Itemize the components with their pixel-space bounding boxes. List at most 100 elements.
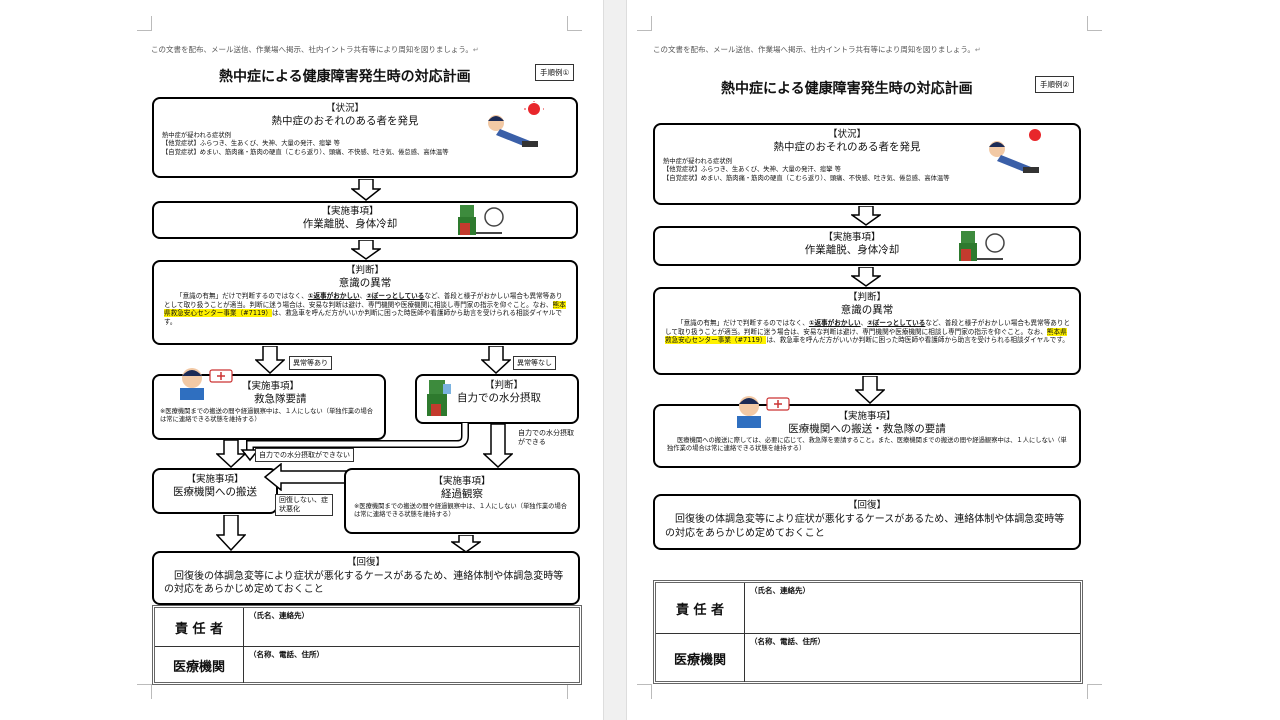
phone-call-illustration [737, 396, 790, 428]
symptom-caption: 熱中症が疑われる症状例 [162, 132, 231, 139]
action-box-ambulance: 【実施事項】 救急隊要請 ※医療機関までの搬送の間や経過観察中は、１人にしない（… [152, 368, 386, 440]
recovery-text: 回復後の体調急変等により症状が悪化するケースがあるため、連絡体制や体調急変時等の… [164, 571, 564, 595]
table-row: 責 任 者 （氏名、連絡先） [656, 583, 1080, 633]
flow-arrow-down [855, 376, 885, 404]
label-not-recovered: 回復しない、症状悪化 [275, 494, 333, 516]
collapsed-worker-illustration [488, 101, 544, 147]
judgment-body: 「意識の有無」だけで判断するのではなく、①返事がおかしい、②ぼーっとしているなど… [164, 292, 566, 326]
document-page-left[interactable]: この文書を配布、メール送信、作業場へ掲示、社内イントラ共有等により周知を図りまし… [115, 8, 595, 708]
judgment-subheading: 意識の異常 [840, 304, 894, 316]
procedure-tag: 手順例① [535, 64, 575, 81]
flow-connectors [240, 423, 469, 462]
medical-institution-hint[interactable]: （名称、電話、住所） [249, 650, 324, 659]
recovery-text: 回復後の体調急変等により症状が悪化するケースがあるため、連絡体制や体調急変時等の… [665, 514, 1065, 539]
medical-institution-label: 医療機関 [155, 647, 244, 683]
page-corner-mark [137, 16, 152, 31]
action-heading: 【実施事項】 [242, 381, 300, 392]
responsible-person-hint[interactable]: （氏名、連絡先） [750, 586, 810, 595]
status-box: 【状況】 熱中症のおそれのある者を発見 熱中症が疑われる症状例 【他覚症状】ふら… [152, 97, 578, 178]
ambulance-note: ※医療機関までの搬送の間や経過観察中は、１人にしない（単独作業の場合は常に連絡で… [160, 408, 374, 424]
transport-note: 医療機関への搬送に際しては、必要に応じて、救急隊を要請すること。また、医療機関ま… [667, 437, 1067, 453]
label-abnormal: 異常等あり [289, 356, 332, 370]
ambulance-request-text: 救急隊要請 [254, 393, 307, 405]
document-page-right[interactable]: この文書を配布、メール送信、作業場へ掲示、社内イントラ共有等により周知を図りまし… [635, 8, 1115, 708]
objective-symptoms: 【他覚症状】ふらつき、生あくび、失神、大量の発汗、痙攣 等 [663, 166, 841, 174]
page-corner-mark [637, 16, 652, 31]
responsible-person-label: 責 任 者 [656, 583, 745, 633]
medical-institution-hint[interactable]: （名称、電話、住所） [750, 637, 825, 646]
flow-arrow-down [851, 267, 881, 287]
judgment-heading: 【判断】 [485, 380, 524, 391]
medical-institution-label: 医療機関 [656, 634, 745, 682]
label-cannot-drink: 自力での水分摂取ができない [255, 448, 354, 462]
recovery-heading: 【回復】 [847, 500, 886, 511]
page-corner-mark [137, 684, 152, 699]
status-box: 【状況】 熱中症のおそれのある者を発見 熱中症が疑われる症状例 【他覚症状】ふら… [653, 123, 1081, 205]
phone-call-illustration [180, 368, 233, 400]
flow-arrow-down [451, 535, 481, 553]
status-heading: 【状況】 [827, 129, 866, 140]
transport-text: 医療機関への搬送 [173, 486, 257, 498]
judgment-body: 「意識の有無」だけで判断するのではなく、①返事がおかしい、②ぼーっとしているなど… [665, 319, 1071, 345]
subjective-symptoms: 【自覚症状】めまい、筋肉痛・筋肉の硬直（こむら返り）、頭痛、不快感、吐き気、倦怠… [162, 148, 449, 156]
page-corner-mark [567, 684, 582, 699]
flow-arrow-down [351, 179, 381, 201]
responsible-person-hint[interactable]: （氏名、連絡先） [249, 611, 309, 620]
action-box-observation: 【実施事項】 経過観察 ※医療機関までの搬送の間や経過観察中は、１人にしない（単… [344, 468, 580, 534]
status-subheading: 熱中症のおそれのある者を発見 [271, 115, 419, 127]
judgment-box-hydration: 【判断】 自力での水分摂取 [415, 374, 579, 424]
status-heading: 【状況】 [325, 103, 364, 114]
flow-arrow-down [481, 346, 511, 374]
recovery-box: 【回復】 回復後の体調急変等により症状が悪化するケースがあるため、連絡体制や体調… [653, 494, 1081, 550]
action-heading: 【実施事項】 [823, 232, 881, 243]
flow-arrow-down [483, 424, 513, 468]
subjective-symptoms: 【自覚症状】めまい、筋肉痛・筋肉の硬直（こむら返り）、頭痛、不快感、吐き気、倦怠… [663, 174, 950, 182]
action-cooling-text: 作業離脱、身体冷却 [804, 244, 900, 256]
collapsed-worker-illustration [989, 129, 1041, 173]
table-row: 医療機関 （名称、電話、住所） [656, 633, 1080, 682]
flow-arrow-back [263, 463, 348, 491]
page-gap [603, 0, 627, 720]
distribution-notice: この文書を配布、メール送信、作業場へ掲示、社内イントラ共有等により周知を図りまし… [653, 45, 981, 54]
status-subheading: 熱中症のおそれのある者を発見 [773, 141, 921, 153]
judgment-box-consciousness: 【判断】 意識の異常 「意識の有無」だけで判断するのではなく、①返事がおかしい、… [152, 260, 578, 345]
action-box-transport-ambulance: 【実施事項】 医療機関への搬送・救急隊の要請 医療機関への搬送に際しては、必要に… [653, 396, 1081, 468]
action-box-cooling: 【実施事項】 作業離脱、身体冷却 [653, 226, 1081, 266]
action-heading: 【実施事項】 [433, 476, 491, 487]
action-heading: 【実施事項】 [186, 474, 244, 485]
objective-symptoms: 【他覚症状】ふらつき、生あくび、失神、大量の発汗、痙攣 等 [162, 140, 340, 148]
cooling-illustration [959, 231, 1005, 261]
action-box-cooling: 【実施事項】 作業離脱、身体冷却 [152, 201, 578, 239]
hydration-judgment-text: 自力での水分摂取 [457, 392, 541, 404]
distribution-notice: この文書を配布、メール送信、作業場へ掲示、社内イントラ共有等により周知を図りまし… [151, 45, 479, 54]
page-title: 熱中症による健康障害発生時の対応計画 [219, 69, 471, 85]
label-can-drink: 自力での水分摂取ができる [515, 428, 581, 448]
judgment-box-consciousness: 【判断】 意識の異常 「意識の有無」だけで判断するのではなく、①返事がおかしい、… [653, 287, 1081, 375]
flow-arrow-down [351, 240, 381, 260]
label-normal: 異常等なし [513, 356, 556, 370]
observation-note: ※医療機関までの搬送の間や経過観察中は、１人にしない（単独作業の場合は常に連絡で… [354, 503, 568, 519]
action-heading: 【実施事項】 [838, 411, 896, 422]
flow-arrow-down [255, 346, 285, 374]
judgment-subheading: 意識の異常 [338, 277, 392, 289]
procedure-tag: 手順例② [1035, 76, 1075, 93]
judgment-heading: 【判断】 [847, 292, 886, 303]
table-row: 責 任 者 （氏名、連絡先） [155, 608, 579, 646]
cooling-illustration [458, 205, 504, 235]
symptom-caption: 熱中症が疑われる症状例 [663, 158, 732, 165]
recovery-heading: 【回復】 [346, 557, 385, 568]
action-box-transport: 【実施事項】 医療機関への搬送 [152, 468, 278, 514]
recovery-box: 【回復】 回復後の体調急変等により症状が悪化するケースがあるため、連絡体制や体調… [152, 551, 580, 605]
judgment-heading: 【判断】 [345, 265, 384, 276]
flow-arrow-down [851, 206, 881, 226]
table-row: 医療機関 （名称、電話、住所） [155, 646, 579, 683]
contact-table: 責 任 者 （氏名、連絡先） 医療機関 （名称、電話、住所） [152, 605, 582, 685]
page-corner-mark [1087, 684, 1102, 699]
page-title: 熱中症による健康障害発生時の対応計画 [721, 81, 973, 97]
responsible-person-label: 責 任 者 [155, 608, 244, 646]
flow-arrow-down [216, 440, 246, 468]
action-heading: 【実施事項】 [321, 206, 379, 217]
action-cooling-text: 作業離脱、身体冷却 [302, 218, 398, 230]
page-corner-mark [567, 16, 582, 31]
contact-table: 責 任 者 （氏名、連絡先） 医療機関 （名称、電話、住所） [653, 580, 1083, 684]
